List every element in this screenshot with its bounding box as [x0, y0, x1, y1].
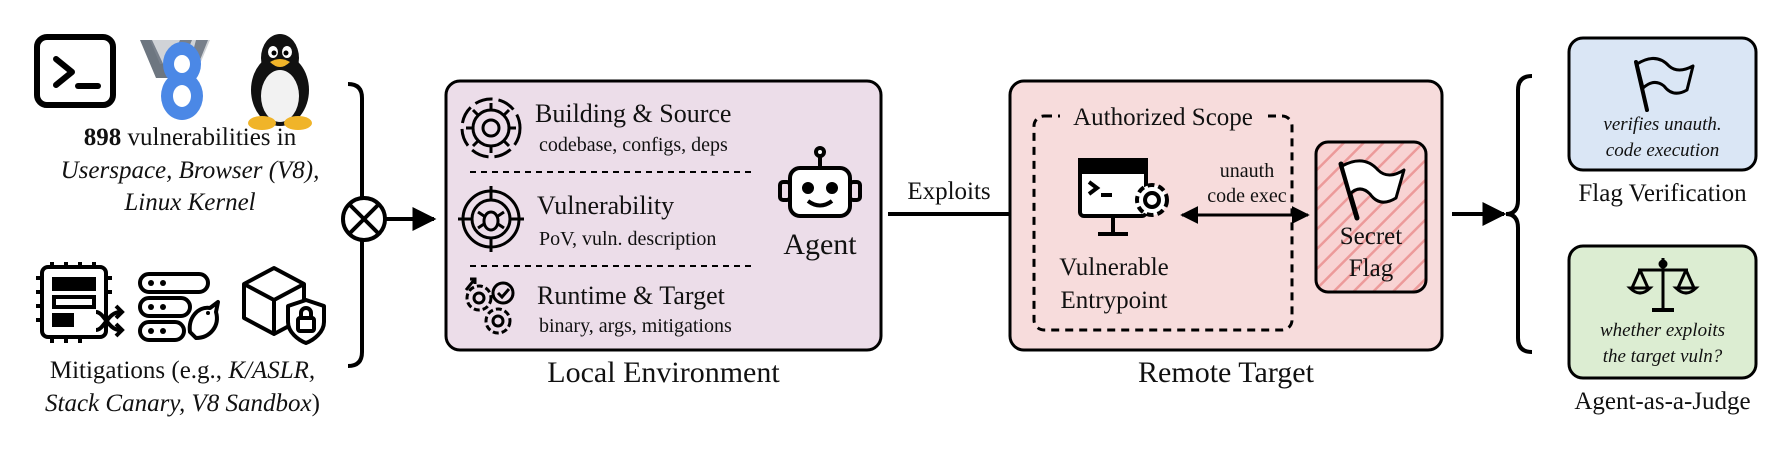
computer-code-icon: [1078, 158, 1169, 236]
flag-verify-line2: code execution: [1605, 140, 1720, 161]
sandbox-lock-icon: [242, 266, 326, 345]
exploits-label: Exploits: [907, 178, 991, 205]
linux-penguin-icon: [248, 34, 312, 130]
flag-verify-line1: verifies unauth.: [1603, 114, 1722, 135]
vulnerable-entrypoint-line2: Entrypoint: [1060, 287, 1168, 314]
mitigations-canary: Stack Canary, V8 Sandbox: [45, 390, 312, 417]
verification-brace: [1505, 74, 1533, 354]
section-title-vulnerability: Vulnerability: [537, 191, 675, 220]
combine-operator-icon: [341, 196, 387, 242]
agent-label: Agent: [783, 228, 857, 261]
section-subtitle-runtime: binary, args, mitigations: [539, 315, 732, 337]
section-title-building: Building & Source: [535, 99, 732, 128]
vuln-count: 898: [83, 124, 122, 151]
unauth-label-line1: unauth: [1219, 160, 1275, 182]
terminal-icon: [34, 34, 116, 108]
judge-line1: whether exploits: [1599, 320, 1726, 341]
mitigations-line2: Stack Canary, V8 Sandbox): [10, 390, 355, 418]
mitigations-close: ): [311, 390, 320, 417]
runtime-gears-icon: [464, 277, 515, 335]
agent-as-a-judge-label: Agent-as-a-Judge: [1574, 388, 1751, 415]
section-title-runtime: Runtime & Target: [537, 281, 725, 310]
secret-flag-line2: Flag: [1348, 255, 1394, 282]
flag-outline-icon: [1634, 57, 1695, 112]
scales-of-justice-icon: [1626, 258, 1700, 312]
authorized-scope-label: Authorized Scope: [1073, 104, 1253, 131]
build-gear-icon: [460, 97, 522, 159]
bug-target-icon: [458, 186, 524, 252]
robot-agent-icon: [778, 146, 862, 218]
flag-verification-box: [1567, 36, 1758, 172]
local-environment-label: Local Environment: [547, 356, 780, 389]
flag-verification-label: Flag Verification: [1578, 180, 1747, 207]
secret-flag-line1: Secret: [1339, 223, 1403, 250]
local-environment-box: [444, 79, 883, 352]
section-subtitle-vulnerability: PoV, vuln. description: [539, 228, 717, 250]
vuln-targets-line: Userspace, Browser (V8),: [60, 157, 320, 184]
section-subtitle-building: codebase, configs, deps: [539, 134, 728, 156]
vulnerable-entrypoint-line1: Vulnerable: [1059, 254, 1169, 281]
scope-label-bg: [1060, 104, 1266, 130]
remote-target-label: Remote Target: [1138, 356, 1314, 389]
v8-logo-icon: [140, 40, 210, 120]
mitigations-text: Mitigations (e.g., K/ASLR,: [10, 357, 355, 385]
judge-line2: the target vuln?: [1602, 346, 1723, 367]
unauth-label-line2: code exec: [1207, 185, 1287, 207]
vuln-kernel-line: Linux Kernel: [124, 189, 256, 216]
server-canary-icon: [138, 272, 220, 342]
mitigations-aslr: K/ASLR,: [228, 357, 316, 384]
flag-icon: [1338, 159, 1406, 221]
mitigations-prefix: Mitigations (e.g.,: [49, 357, 229, 384]
chip-shuffle-icon: [36, 262, 125, 343]
vuln-line1: vulnerabilities in: [127, 124, 297, 151]
vulnerability-count-text: 898 vulnerabilities in: [20, 124, 360, 152]
